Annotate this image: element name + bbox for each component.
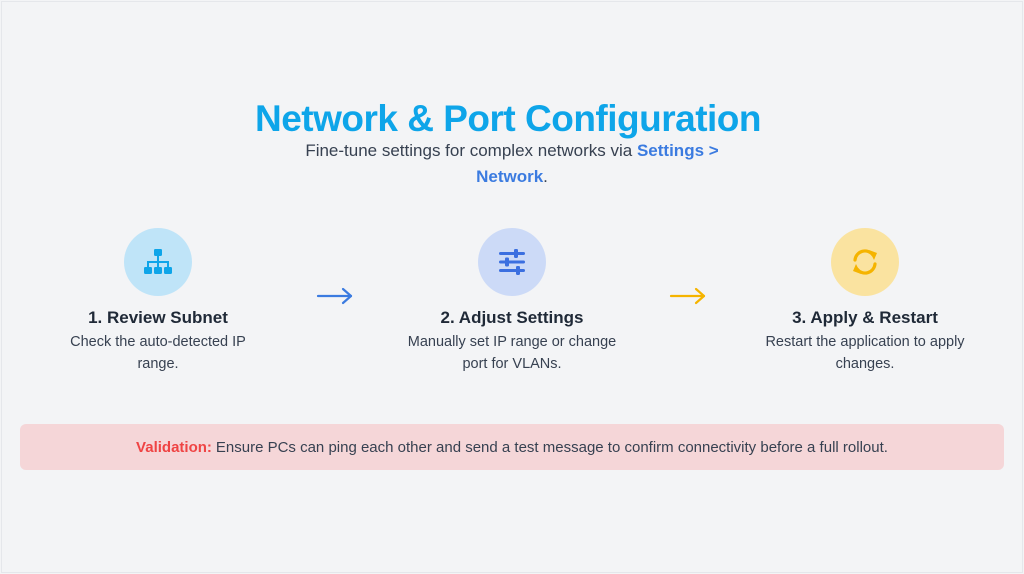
step-1-description: Check the auto-detected IP range. bbox=[70, 334, 246, 372]
settings-network-link[interactable]: Settings > Network bbox=[476, 141, 719, 186]
refresh-icon bbox=[853, 249, 877, 275]
page-title: Network & Port Configuration bbox=[254, 98, 762, 139]
step-1-title: 1. Review Subnet bbox=[88, 308, 228, 327]
validation-banner: Validation: Ensure PCs can ping each oth… bbox=[20, 424, 1004, 470]
sliders-icon bbox=[499, 249, 525, 275]
step-3-title: 3. Apply & Restart bbox=[792, 308, 938, 327]
step-2-icon-circle bbox=[478, 228, 546, 296]
step-3-icon-circle bbox=[831, 228, 899, 296]
step-3-description: Restart the application to apply changes… bbox=[765, 334, 965, 372]
step-adjust-settings: 2. Adjust Settings Manually set IP range… bbox=[397, 228, 627, 375]
validation-text: Ensure PCs can ping each other and send … bbox=[215, 438, 888, 456]
step-2-title: 2. Adjust Settings bbox=[440, 308, 584, 327]
subtitle-suffix: . bbox=[543, 167, 548, 186]
subtitle-text: Fine-tune settings for complex networks … bbox=[305, 141, 637, 160]
step-1-icon-circle bbox=[124, 228, 192, 296]
step-2-description: Manually set IP range or change port for… bbox=[407, 334, 617, 372]
validation-label: Validation: bbox=[136, 438, 212, 456]
step-review-subnet: 1. Review Subnet Check the auto-detected… bbox=[43, 228, 273, 375]
arrow-right-icon bbox=[316, 287, 353, 305]
step-apply-restart: 3. Apply & Restart Restart the applicati… bbox=[750, 228, 980, 375]
network-tree-icon bbox=[144, 249, 172, 274]
arrow-right-icon bbox=[669, 287, 706, 305]
page-subtitle: Fine-tune settings for complex networks … bbox=[287, 138, 737, 190]
